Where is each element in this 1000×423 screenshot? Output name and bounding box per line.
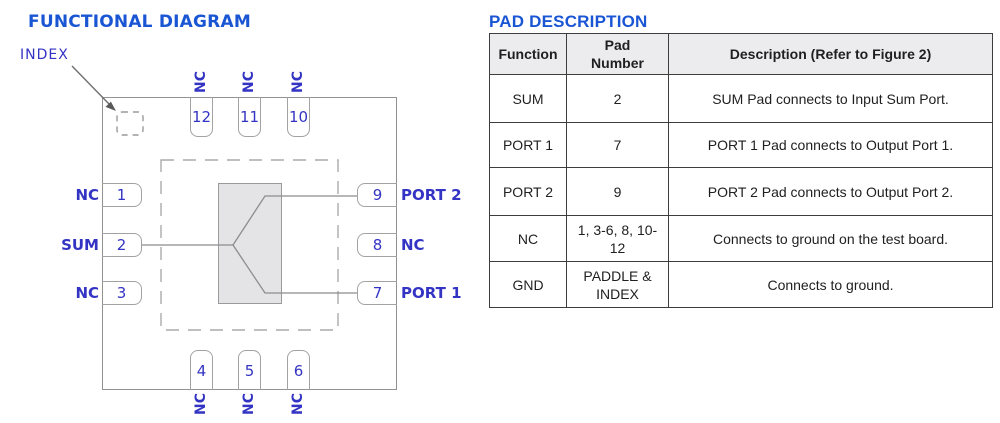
pin-2-label: SUM [61,236,99,254]
pin-2-number: 2 [116,236,127,254]
pin-9: 9 [357,183,397,207]
cell-function: NC [489,215,567,263]
functional-diagram-title: FUNCTIONAL DIAGRAM [28,12,251,32]
pin-5: 5 [238,350,261,390]
pin-10: 10 [287,97,310,137]
pin-8-number: 8 [372,236,383,254]
pin-6: 6 [287,350,310,390]
pin-12-number: 12 [191,107,212,126]
pin-6-label: NC [290,393,306,415]
splitter-core-block [218,183,282,304]
pin-5-label: NC [241,393,257,415]
cell-description: Connects to ground on the test board. [668,215,993,263]
pin-11: 11 [238,97,261,137]
cell-description: Connects to ground. [668,261,993,309]
table-row: NC 1, 3-6, 8, 10-12 Connects to ground o… [489,215,993,263]
pin-3-number: 3 [116,284,127,302]
pin-8: 8 [357,233,397,257]
pin-8-label: NC [401,236,425,254]
cell-function: PORT 2 [489,167,567,217]
cell-pad-number: 2 [566,74,669,124]
pad-description-title: PAD DESCRIPTION [489,12,648,31]
pin-12: 12 [190,97,213,137]
pin-9-number: 9 [372,186,383,204]
table-header-row: Function Pad Number Description (Refer t… [489,32,993,76]
cell-description: PORT 2 Pad connects to Output Port 2. [668,167,993,217]
pin-3-label: NC [75,284,99,302]
table-row: GND PADDLE & INDEX Connects to ground. [489,261,993,309]
pin-7-number: 7 [372,284,383,302]
pin-11-label: NC [241,71,257,93]
pin-10-label: NC [290,71,306,93]
pin-3: 3 [102,281,142,305]
chip-package-outline [102,97,397,390]
table-row: PORT 1 7 PORT 1 Pad connects to Output P… [489,122,993,169]
pin-4-label: NC [193,393,209,415]
pin-6-number: 6 [293,361,304,380]
cell-description: SUM Pad connects to Input Sum Port. [668,74,993,124]
pin-4-number: 4 [196,361,207,380]
pin-1: 1 [102,183,142,207]
cell-pad-number: 1, 3-6, 8, 10-12 [566,215,669,263]
pin-2: 2 [102,233,142,257]
pin-1-number: 1 [116,186,127,204]
pin-10-number: 10 [288,107,309,126]
header-description: Description (Refer to Figure 2) [668,32,993,76]
cell-function: SUM [489,74,567,124]
pad-description-table: Function Pad Number Description (Refer t… [489,32,993,309]
functional-diagram: FUNCTIONAL DIAGRAM INDEX 12 11 10 4 5 6 … [0,0,490,423]
pin-12-label: NC [193,71,209,93]
header-pad-number: Pad Number [566,32,669,76]
pin-7: 7 [357,281,397,305]
cell-pad-number: 7 [566,122,669,169]
pin-11-number: 11 [239,107,260,126]
table-row: SUM 2 SUM Pad connects to Input Sum Port… [489,74,993,124]
pin-4: 4 [190,350,213,390]
pin-5-number: 5 [244,361,255,380]
index-label: INDEX [20,47,69,63]
table-row: PORT 2 9 PORT 2 Pad connects to Output P… [489,167,993,217]
cell-pad-number: 9 [566,167,669,217]
cell-pad-number: PADDLE & INDEX [566,261,669,309]
pin-7-label: PORT 1 [401,284,462,302]
header-function: Function [489,32,567,76]
pin-1-label: NC [75,186,99,204]
cell-function: GND [489,261,567,309]
pin-9-label: PORT 2 [401,186,462,204]
cell-function: PORT 1 [489,122,567,169]
cell-description: PORT 1 Pad connects to Output Port 1. [668,122,993,169]
